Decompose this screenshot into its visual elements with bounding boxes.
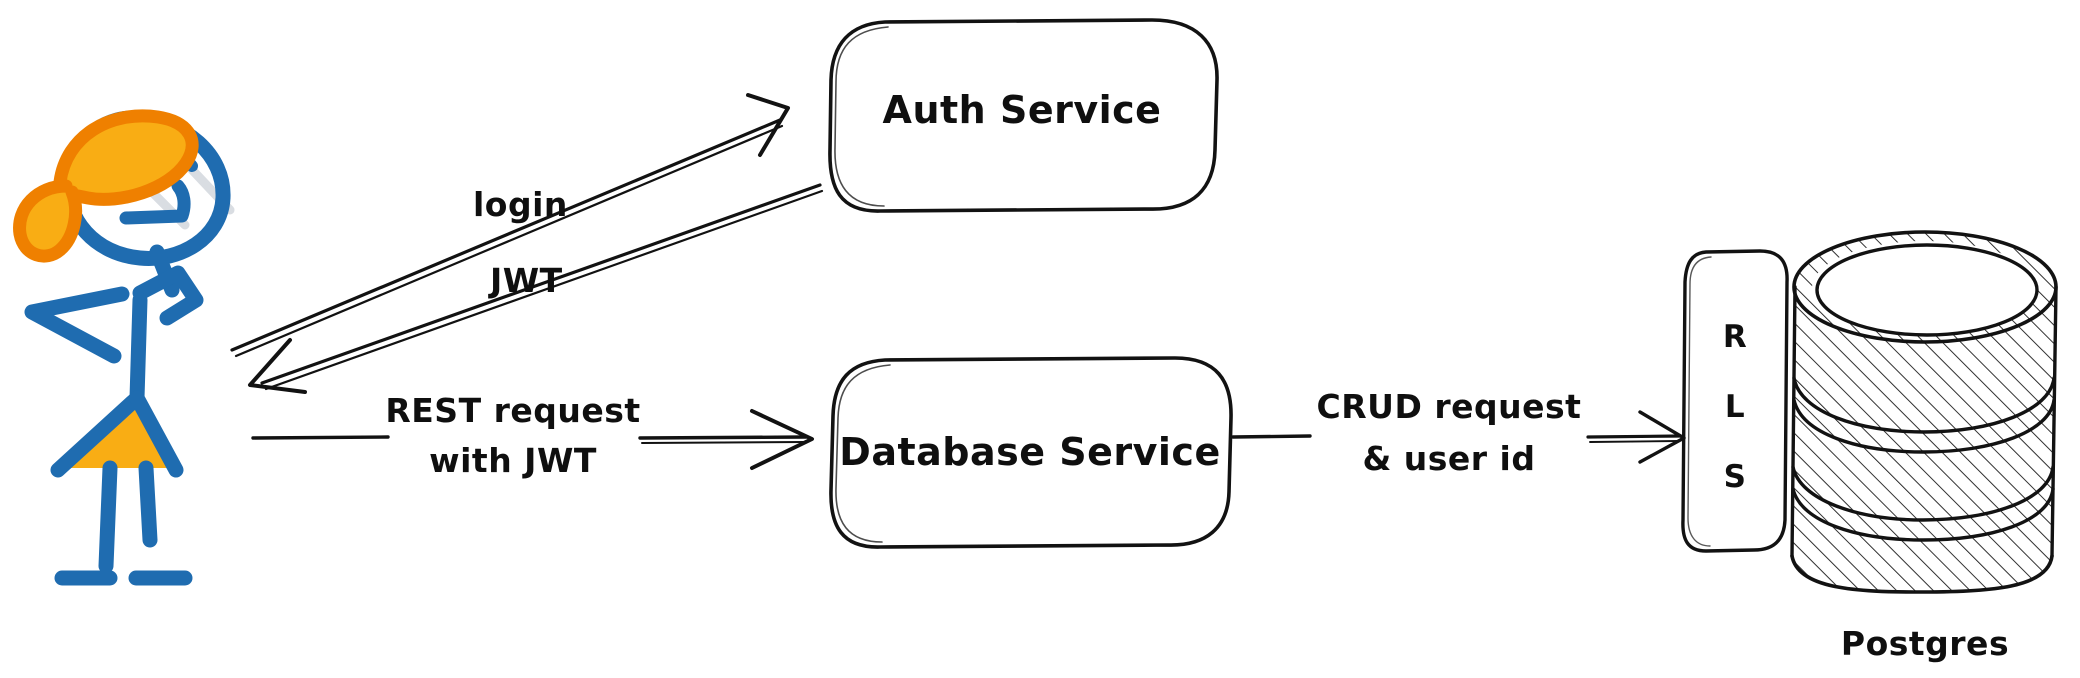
postgres-bottom-edge [1790,554,2054,594]
left-arm-icon [24,286,130,364]
node-database-service[interactable]: Database Service [829,356,1233,549]
edge-rest-label-line2: with JWT [429,441,597,480]
edge-rest-line-right-echo [641,441,805,444]
postgres-separator-1-top [1792,376,2056,434]
left-leg-icon [98,460,118,574]
postgres-drum-top-hatch [1794,233,2056,432]
auth-service-box-echo [834,26,889,207]
edge-crud-line-left [1231,434,1312,439]
postgres-left-edge [1790,285,1797,558]
edge-login: login [230,93,790,358]
edge-login-line-echo [234,124,784,358]
postgres-top-ellipse-outer [1792,230,2058,344]
database-service-box-echo [835,364,891,543]
edge-jwt-label: JWT [488,261,563,300]
edge-crud-label-line2: & user id [1363,439,1536,478]
auth-service-box[interactable] [828,18,1219,213]
skirt-left-edge-icon [50,390,145,478]
hat-tail-outline-icon [13,179,83,263]
edge-login-arrowhead [746,93,790,157]
edge-rest-line-right [638,435,808,440]
rls-box-echo [1687,256,1712,547]
user-stick-figure [13,109,235,586]
postgres-separator-2-top [1791,465,2055,522]
edge-rest-label-line1: REST request [385,391,640,430]
node-postgres[interactable]: Postgres [1780,225,2070,663]
hat-fill-icon [63,117,191,197]
edge-rest-arrowhead [750,409,814,470]
postgres-separator-1-bottom [1792,398,2056,454]
postgres-top-ellipse-inner [1815,243,2039,337]
rls-letter-l: L [1725,389,1745,425]
edge-jwt-line [260,183,822,385]
torso-icon [129,292,148,406]
skirt-icon [62,398,178,468]
skirt-right-edge-icon [129,390,184,478]
node-auth-service[interactable]: Auth Service [828,18,1219,213]
hat-outline-icon [53,109,199,206]
edge-jwt-line-echo [264,189,824,391]
edge-crud-line-right [1586,434,1682,439]
postgres-label: Postgres [1841,624,2009,663]
mouth-icon [119,179,191,225]
rls-box[interactable] [1681,249,1789,553]
edge-login-line [230,118,782,352]
edge-jwt: JWT [248,183,824,394]
auth-service-label: Auth Service [883,88,1162,132]
right-leg-icon [138,460,158,548]
postgres-separator-2-bottom [1791,487,2055,542]
edge-crud-label-line1: CRUD request [1317,387,1582,426]
edge-jwt-arrowhead [248,338,307,394]
postgres-right-edge [2050,285,2058,558]
node-rls[interactable]: R L S [1681,249,1789,553]
edge-rest-request: REST request with JWT [251,391,814,480]
edge-crud-line-right-echo [1589,440,1679,443]
rls-letter-s: S [1724,459,1747,495]
rls-letter-r: R [1723,319,1747,355]
right-arm-icon [132,265,204,326]
database-service-box[interactable] [829,356,1233,549]
edge-login-label: login [473,185,568,224]
edge-crud-request: CRUD request & user id [1231,387,1686,478]
database-service-label: Database Service [839,430,1220,474]
edge-rest-line-left [251,435,390,440]
